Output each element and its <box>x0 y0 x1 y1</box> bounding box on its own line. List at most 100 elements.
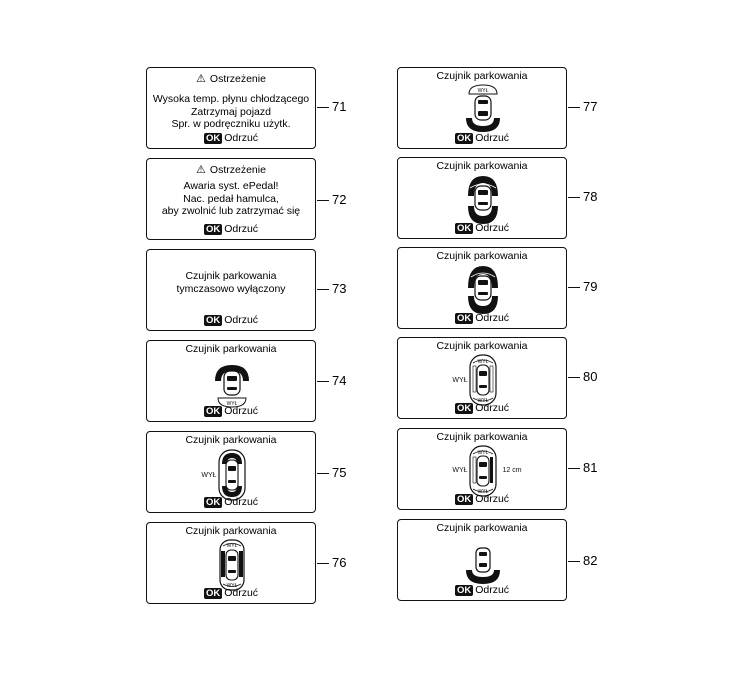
parking-sensor-diagram: WYŁ WYŁ WYŁ <box>452 354 497 406</box>
rear-sensor-zone <box>466 118 500 132</box>
callout-number: 81 <box>583 460 598 475</box>
panel-title: Czujnik parkowania <box>436 340 528 352</box>
ok-badge: OK <box>454 223 474 234</box>
parking-sensor-diagram <box>466 547 500 584</box>
front-off-label: WYŁ <box>227 543 238 549</box>
car-icon <box>474 95 492 121</box>
ok-badge: OK <box>203 497 223 508</box>
car-icon <box>474 185 492 211</box>
parking-sensor-diagram: WYŁ 12 cm WYŁ WYŁ <box>452 445 522 497</box>
car-icon <box>476 455 490 487</box>
ok-badge: OK <box>203 133 223 144</box>
leader-line <box>317 289 329 290</box>
parking-sensor-diagram: WYŁ WYŁ <box>219 539 245 591</box>
sensor-off-panel-73: Czujnik parkowania tymczasowo wyłączony … <box>146 249 316 331</box>
rear-sensor-zone <box>468 296 498 314</box>
callout-number: 74 <box>332 373 347 388</box>
right-sensor-zone <box>239 551 243 577</box>
warning-panel-71: ⚠Ostrzeżenie Wysoka temp. płynu chłodząc… <box>146 67 316 149</box>
rear-off-label: WYŁ <box>478 489 489 495</box>
car-icon <box>474 275 492 301</box>
panel-title: Czujnik parkowania <box>436 431 528 443</box>
panel-title: Czujnik parkowania <box>436 160 528 172</box>
left-sensor-zone <box>221 551 225 577</box>
rear-off-label: WYŁ <box>478 398 489 404</box>
sensor-off-message: Czujnik parkowania tymczasowo wyłączony <box>176 270 286 295</box>
warning-message: Wysoka temp. płynu chłodzącego Zatrzymaj… <box>152 93 310 130</box>
leader-line <box>317 381 329 382</box>
panel-title: Czujnik parkowania <box>185 434 277 446</box>
ok-badge: OK <box>454 313 474 324</box>
rear-off-label: WYŁ <box>227 401 238 407</box>
callout-number: 82 <box>583 553 598 568</box>
leader-line <box>568 561 580 562</box>
rear-sensor-zone <box>468 206 498 224</box>
rear-sensor-zone-off <box>217 397 247 408</box>
callout-number: 77 <box>583 99 598 114</box>
callout-number: 72 <box>332 192 347 207</box>
side-off-label: WYŁ <box>201 472 216 479</box>
car-icon <box>225 459 239 491</box>
panel-title: Czujnik parkowania <box>436 250 528 262</box>
warning-title: ⚠Ostrzeżenie <box>196 164 266 176</box>
ok-badge: OK <box>454 403 474 414</box>
front-sensor-zone-off <box>468 84 498 95</box>
leader-line <box>317 107 329 108</box>
panel-title: Czujnik parkowania <box>436 522 528 534</box>
callout-number: 79 <box>583 279 598 294</box>
front-sensor-zone <box>468 176 498 196</box>
parking-sensor-diagram: WYŁ <box>466 84 500 132</box>
leader-line <box>568 468 580 469</box>
ok-badge: OK <box>454 133 474 144</box>
rear-sensor-zone <box>466 570 500 584</box>
leader-line <box>317 200 329 201</box>
callout-number: 75 <box>332 465 347 480</box>
callout-number: 71 <box>332 99 347 114</box>
front-sensor-zone <box>468 266 498 288</box>
leader-line <box>568 287 580 288</box>
leader-line <box>317 473 329 474</box>
rear-off-label: WYŁ <box>227 583 238 589</box>
side-off-label: WYŁ <box>452 377 467 384</box>
warning-triangle-icon: ⚠ <box>196 73 206 85</box>
warning-title: ⚠Ostrzeżenie <box>196 73 266 85</box>
callout-number: 76 <box>332 555 347 570</box>
car-icon <box>475 547 491 573</box>
panel-title: Czujnik parkowania <box>436 70 528 82</box>
callout-number: 78 <box>583 189 598 204</box>
parking-sensor-diagram <box>468 176 498 224</box>
front-off-label: WYŁ <box>478 450 489 456</box>
warning-panel-72: ⚠Ostrzeżenie Awaria syst. ePedal! Nac. p… <box>146 158 316 240</box>
leader-line <box>568 197 580 198</box>
warning-message: Awaria syst. ePedal! Nac. pedał hamulca,… <box>161 180 301 217</box>
car-icon <box>225 549 239 581</box>
panel-title: Czujnik parkowania <box>185 343 277 355</box>
ok-badge: OK <box>454 494 474 505</box>
panel-title: Czujnik parkowania <box>185 525 277 537</box>
ok-badge: OK <box>203 588 223 599</box>
front-off-label: WYŁ <box>478 88 489 94</box>
leader-line <box>568 377 580 378</box>
side-off-label: WYŁ <box>452 467 467 474</box>
car-icon <box>476 364 490 396</box>
